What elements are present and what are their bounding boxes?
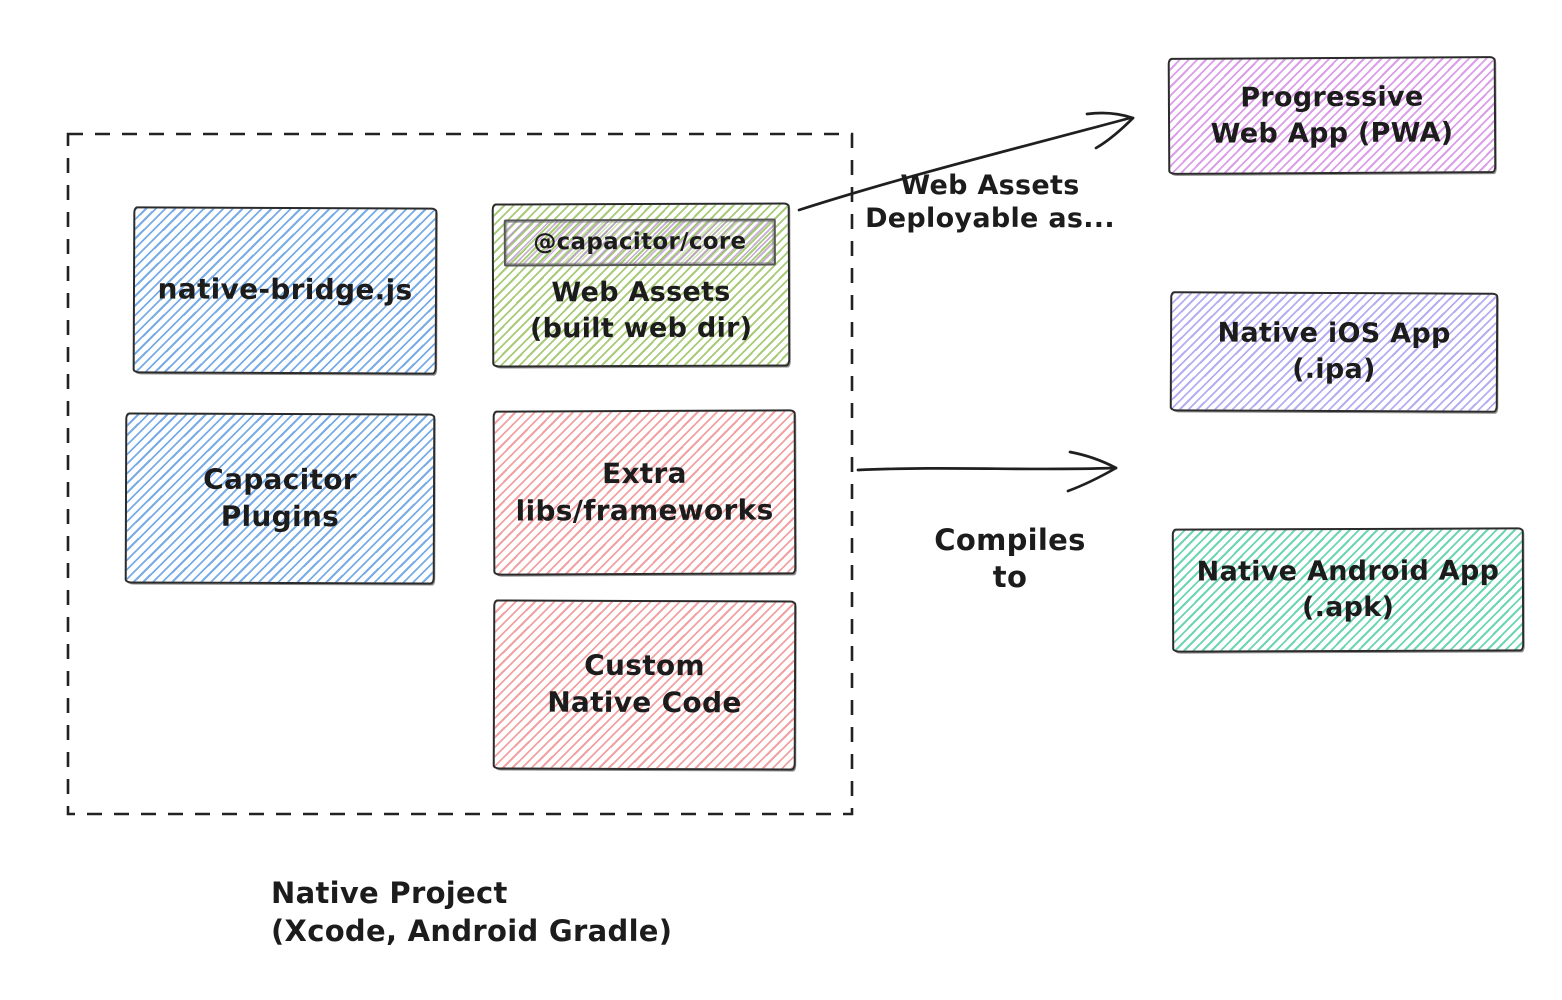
compile-arrow-label: Compiles to [930,522,1090,596]
node-extra-libs-frameworks: Extra libs/frameworks [492,409,797,576]
node-label-line2: Native Code [547,685,742,720]
deploy-arrow [797,111,1135,212]
node-progressive-web-app: Progressive Web App (PWA) [1167,56,1497,175]
native-project-dashed-border [66,132,854,816]
compile-arrow-label-line2: to [992,560,1028,595]
native-project-caption: Native Project (Xcode, Android Gradle) [271,874,672,951]
native-project-caption-line1: Native Project [271,876,508,910]
deploy-arrow-label-line1: Web Assets [900,170,1080,201]
node-label-line2: Web App (PWA) [1210,116,1454,150]
deploy-arrow-label-line2: Deployable as... [865,202,1115,234]
node-native-ios-app: Native iOS App (.ipa) [1169,291,1499,413]
node-label-line1: Capacitor [203,462,357,496]
deploy-arrow-label: Web Assets Deployable as... [862,170,1118,236]
node-label-line2: libs/frameworks [515,492,774,528]
node-label-line2: (.apk) [1301,591,1395,624]
node-capacitor-plugins: Capacitor Plugins [124,412,436,585]
badge-label: @capacitor/core [533,228,747,256]
compile-arrow-label-line1: Compiles [934,523,1086,557]
node-label-line2: (.ipa) [1292,353,1376,386]
node-label-line2: Plugins [220,499,340,533]
badge-capacitor-core: @capacitor/core [503,218,776,267]
compile-arrow [856,450,1118,493]
node-label-line1: Native iOS App [1217,317,1451,350]
node-label-line1: Web Assets [551,277,731,309]
node-label-line1: Native Android App [1196,555,1500,588]
node-label-line1: Custom [584,648,706,683]
node-label-line2: (built web dir) [529,312,753,345]
node-native-bridge-js: native-bridge.js [132,206,438,375]
node-label-line1: Extra [601,456,687,490]
native-project-caption-line2: (Xcode, Android Gradle) [271,914,673,949]
node-web-assets: @capacitor/core Web Assets (built web di… [491,202,791,368]
node-native-android-app: Native Android App (.apk) [1171,527,1525,653]
node-label-line1: Progressive [1240,81,1424,114]
node-custom-native-code: Custom Native Code [492,599,797,771]
node-label: native-bridge.js [157,272,413,307]
